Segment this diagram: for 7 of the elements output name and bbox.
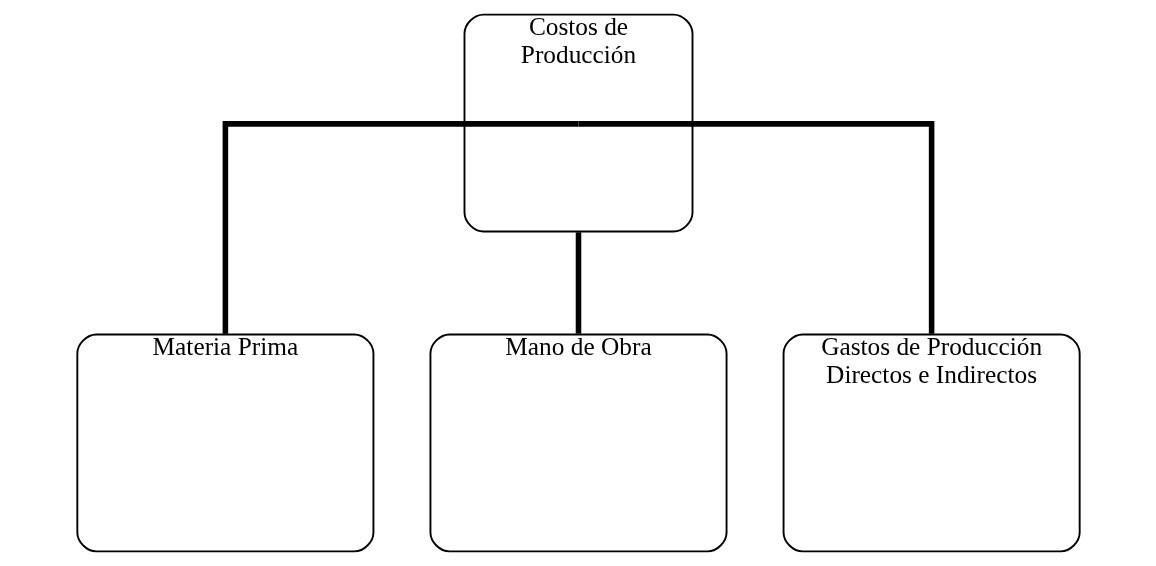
node-box: Materia Prima — [75, 333, 374, 553]
connector — [575, 232, 581, 334]
connector — [222, 121, 578, 334]
node-box: Mano de Obra — [429, 333, 727, 553]
connector — [578, 121, 934, 334]
node-box: Gastos de Producción Directos e Indirectos — [782, 333, 1081, 553]
node-box: Costos de Producción — [463, 13, 693, 233]
